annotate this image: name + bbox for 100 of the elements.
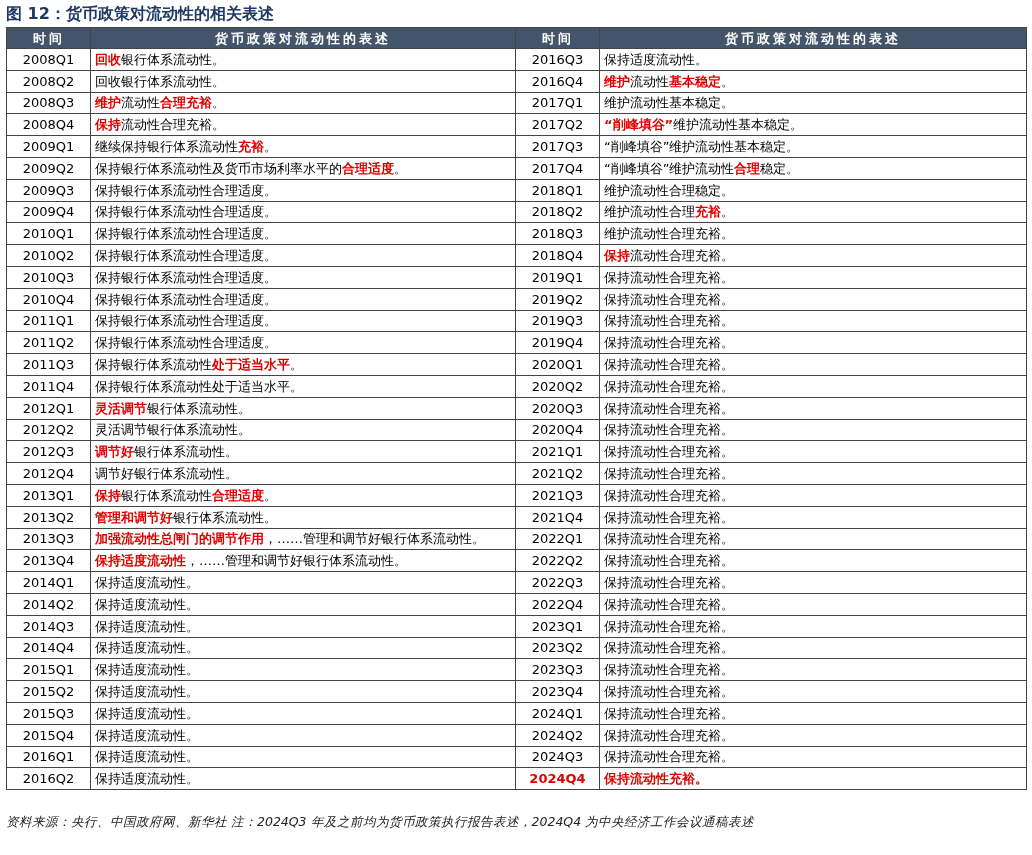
quarter-cell: 2021Q4 xyxy=(515,506,600,529)
quarter-cell: 2019Q3 xyxy=(515,310,600,332)
statement-cell: 保持银行体系流动性及货币市场利率水平的合理适度。 xyxy=(90,157,516,180)
statement-cell: 保持流动性合理充裕。 xyxy=(599,288,1027,311)
statement-cell: 保持银行体系流动性合理适度。 xyxy=(90,310,516,332)
quarter-cell: 2011Q2 xyxy=(6,331,91,354)
statement-cell: 保持银行体系流动性合理适度。 xyxy=(90,179,516,202)
statement-cell: 保持适度流动性。 xyxy=(90,746,516,768)
statement-cell: 保持流动性合理充裕。 xyxy=(90,113,516,136)
quarter-cell: 2024Q4 xyxy=(515,767,600,790)
quarter-cell: 2015Q2 xyxy=(6,680,91,703)
statement-cell: 保持流动性合理充裕。 xyxy=(599,244,1027,267)
quarter-cell: 2019Q2 xyxy=(515,288,600,311)
statement-cell: 保持流动性合理充裕。 xyxy=(599,331,1027,354)
quarter-cell: 2009Q2 xyxy=(6,157,91,180)
quarter-cell: 2011Q4 xyxy=(6,375,91,398)
statement-cell: 保持银行体系流动性合理适度。 xyxy=(90,331,516,354)
quarter-cell: 2008Q4 xyxy=(6,113,91,136)
statement-cell: 灵活调节银行体系流动性。 xyxy=(90,397,516,420)
statement-cell: 保持适度流动性。 xyxy=(90,680,516,703)
statement-cell: 保持银行体系流动性合理适度。 xyxy=(90,484,516,507)
statement-cell: 保持适度流动性，……管理和调节好银行体系流动性。 xyxy=(90,549,516,572)
statement-cell: 灵活调节银行体系流动性。 xyxy=(90,419,516,441)
statement-cell: 保持适度流动性。 xyxy=(90,767,516,790)
statement-cell: 维护流动性合理充裕。 xyxy=(90,92,516,114)
statement-cell: 加强流动性总闸门的调节作用，……管理和调节好银行体系流动性。 xyxy=(90,528,516,550)
quarter-cell: 2015Q3 xyxy=(6,702,91,725)
quarter-cell: 2020Q1 xyxy=(515,353,600,376)
statement-cell: 保持适度流动性。 xyxy=(90,571,516,594)
statement-cell: 回收银行体系流动性。 xyxy=(90,48,516,71)
statement-cell: 保持适度流动性。 xyxy=(599,48,1027,71)
statement-cell: 保持流动性充裕。 xyxy=(599,767,1027,790)
quarter-cell: 2022Q3 xyxy=(515,571,600,594)
statement-cell: 保持适度流动性。 xyxy=(90,702,516,725)
statement-cell: 保持流动性合理充裕。 xyxy=(599,724,1027,746)
statement-cell: 保持流动性合理充裕。 xyxy=(599,571,1027,594)
quarter-cell: 2017Q4 xyxy=(515,157,600,180)
statement-cell: 保持适度流动性。 xyxy=(90,593,516,616)
statement-cell: 保持流动性合理充裕。 xyxy=(599,637,1027,659)
source-note: 资料来源：央行、中国政府网、新华社 注：2024Q3 年及之前均为货币政策执行报告表述，2024Q4 为中央经济工作会议通稿表述 xyxy=(6,813,756,831)
statement-cell: “削峰填谷”维护流动性基本稳定。 xyxy=(599,135,1027,158)
statement-cell: 保持适度流动性。 xyxy=(90,658,516,681)
quarter-cell: 2016Q4 xyxy=(515,70,600,93)
statement-cell: 保持流动性合理充裕。 xyxy=(599,593,1027,616)
column-header: 时间 xyxy=(6,27,91,49)
statement-cell: “削峰填谷”维护流动性基本稳定。 xyxy=(599,113,1027,136)
statement-cell: 保持流动性合理充裕。 xyxy=(599,375,1027,398)
statement-cell: 维护流动性合理充裕。 xyxy=(599,201,1027,223)
quarter-cell: 2018Q4 xyxy=(515,244,600,267)
quarter-cell: 2010Q1 xyxy=(6,222,91,245)
statement-cell: 维护流动性基本稳定。 xyxy=(599,92,1027,114)
column-header: 时间 xyxy=(515,27,600,49)
statement-cell: 调节好银行体系流动性。 xyxy=(90,462,516,485)
quarter-cell: 2024Q3 xyxy=(515,746,600,768)
statement-cell: 维护流动性合理稳定。 xyxy=(599,179,1027,202)
statement-cell: 保持流动性合理充裕。 xyxy=(599,462,1027,485)
statement-cell: 保持适度流动性。 xyxy=(90,724,516,746)
quarter-cell: 2012Q2 xyxy=(6,419,91,441)
statement-cell: 保持流动性合理充裕。 xyxy=(599,528,1027,550)
statement-cell: 保持流动性合理充裕。 xyxy=(599,746,1027,768)
quarter-cell: 2020Q3 xyxy=(515,397,600,420)
quarter-cell: 2023Q2 xyxy=(515,637,600,659)
quarter-cell: 2010Q3 xyxy=(6,266,91,289)
statement-cell: 保持银行体系流动性合理适度。 xyxy=(90,288,516,311)
quarter-cell: 2012Q3 xyxy=(6,440,91,463)
quarter-cell: 2015Q1 xyxy=(6,658,91,681)
quarter-cell: 2014Q4 xyxy=(6,637,91,659)
quarter-cell: 2018Q1 xyxy=(515,179,600,202)
quarter-cell: 2017Q2 xyxy=(515,113,600,136)
statement-cell: 保持银行体系流动性合理适度。 xyxy=(90,201,516,223)
quarter-cell: 2016Q3 xyxy=(515,48,600,71)
quarter-cell: 2009Q4 xyxy=(6,201,91,223)
statement-cell: 保持银行体系流动性处于适当水平。 xyxy=(90,375,516,398)
quarter-cell: 2008Q3 xyxy=(6,92,91,114)
quarter-cell: 2013Q1 xyxy=(6,484,91,507)
quarter-cell: 2017Q3 xyxy=(515,135,600,158)
quarter-cell: 2019Q4 xyxy=(515,331,600,354)
quarter-cell: 2015Q4 xyxy=(6,724,91,746)
quarter-cell: 2008Q1 xyxy=(6,48,91,71)
statement-cell: 保持流动性合理充裕。 xyxy=(599,680,1027,703)
statement-cell: 维护流动性基本稳定。 xyxy=(599,70,1027,93)
quarter-cell: 2023Q4 xyxy=(515,680,600,703)
statement-cell: 保持流动性合理充裕。 xyxy=(599,484,1027,507)
quarter-cell: 2009Q3 xyxy=(6,179,91,202)
column-header: 货币政策对流动性的表述 xyxy=(599,27,1027,49)
statement-cell: 回收银行体系流动性。 xyxy=(90,70,516,93)
quarter-cell: 2022Q1 xyxy=(515,528,600,550)
statement-cell: 维护流动性合理充裕。 xyxy=(599,222,1027,245)
quarter-cell: 2013Q2 xyxy=(6,506,91,529)
quarter-cell: 2011Q1 xyxy=(6,310,91,332)
quarter-cell: 2013Q4 xyxy=(6,549,91,572)
quarter-cell: 2014Q3 xyxy=(6,615,91,637)
statement-cell: 保持流动性合理充裕。 xyxy=(599,615,1027,637)
quarter-cell: 2011Q3 xyxy=(6,353,91,376)
statement-cell: 调节好银行体系流动性。 xyxy=(90,440,516,463)
quarter-cell: 2014Q2 xyxy=(6,593,91,616)
quarter-cell: 2020Q2 xyxy=(515,375,600,398)
statement-cell: 保持流动性合理充裕。 xyxy=(599,549,1027,572)
quarter-cell: 2023Q1 xyxy=(515,615,600,637)
statement-cell: “削峰填谷”维护流动性合理稳定。 xyxy=(599,157,1027,180)
